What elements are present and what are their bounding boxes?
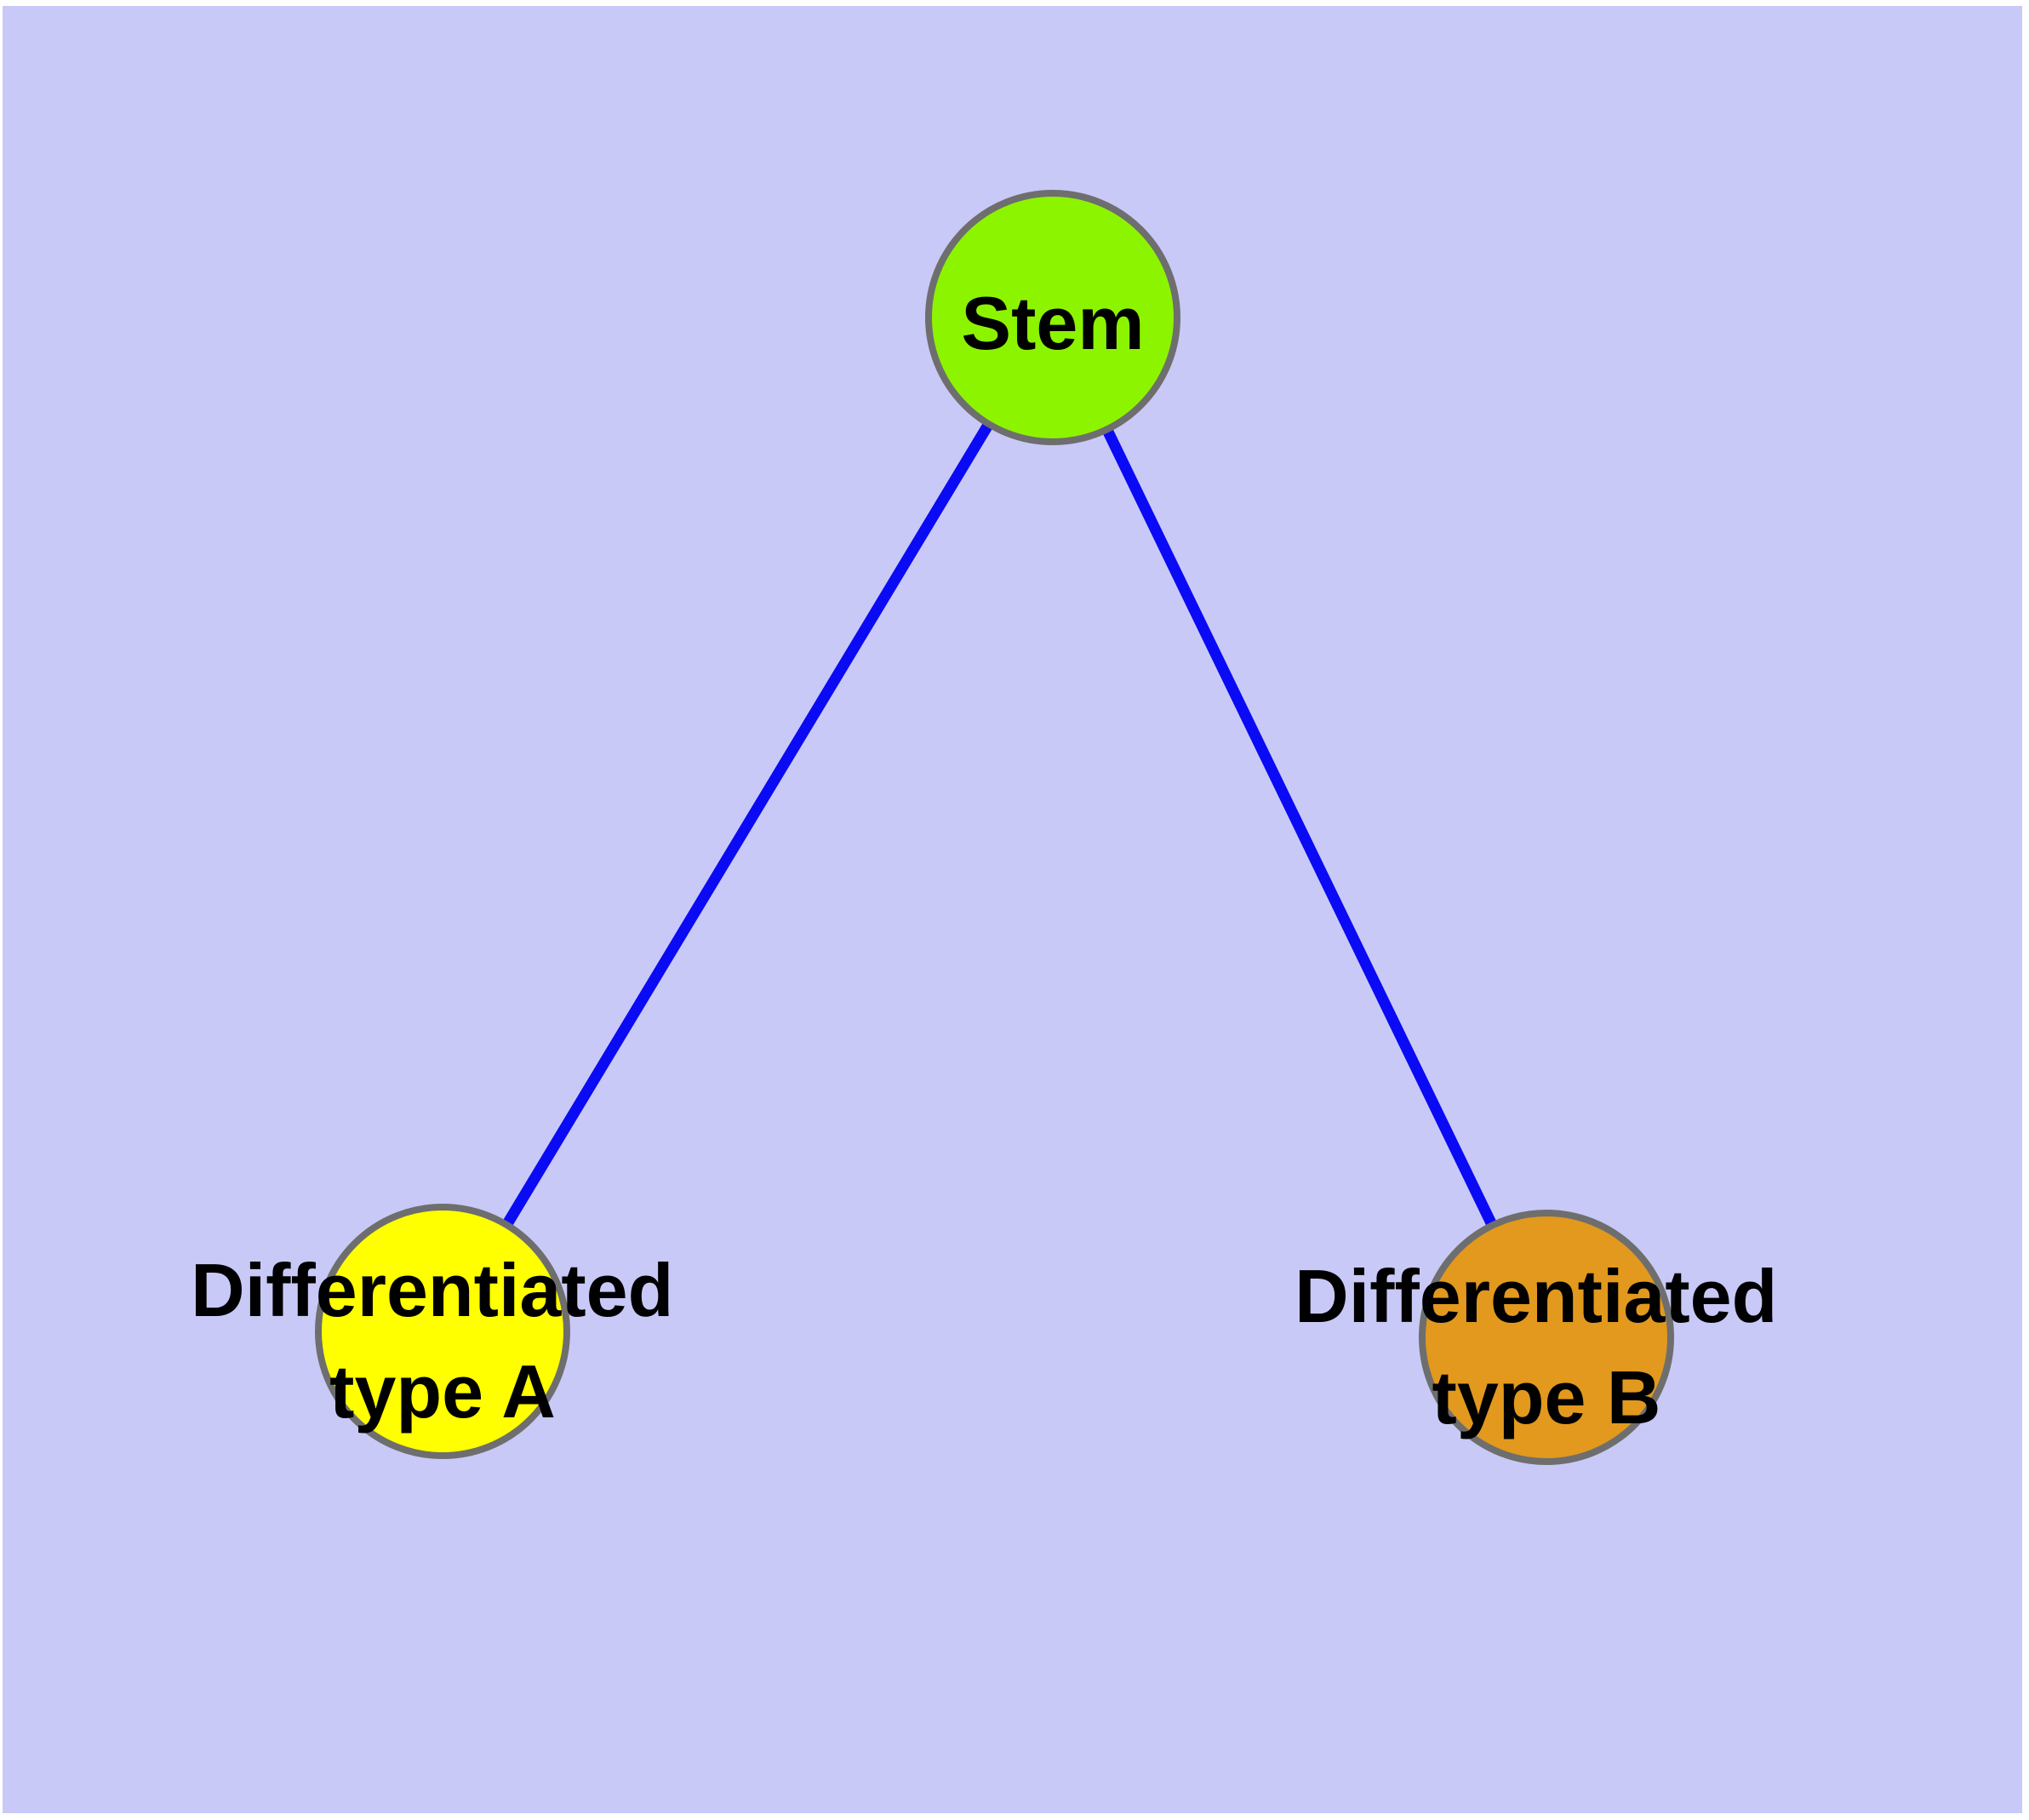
node-stem [925, 190, 1180, 445]
node-typeA-label: Differentiated type A [191, 1248, 694, 1434]
edge-stem-to-typeA [437, 314, 1058, 1335]
node-typeA-label-line1: Differentiated [191, 1248, 673, 1332]
node-typeB-label-line1: Differentiated [1295, 1254, 1777, 1338]
node-typeB [1419, 1210, 1674, 1465]
node-typeA-label-line2: type A [329, 1349, 556, 1434]
node-typeA [315, 1204, 570, 1459]
node-typeB-label-line2: type B [1432, 1355, 1661, 1439]
edge-stem-to-typeB [1048, 315, 1552, 1340]
node-stem-label: Stem [961, 281, 1144, 365]
node-typeB-label: Differentiated type B [1295, 1254, 1798, 1439]
